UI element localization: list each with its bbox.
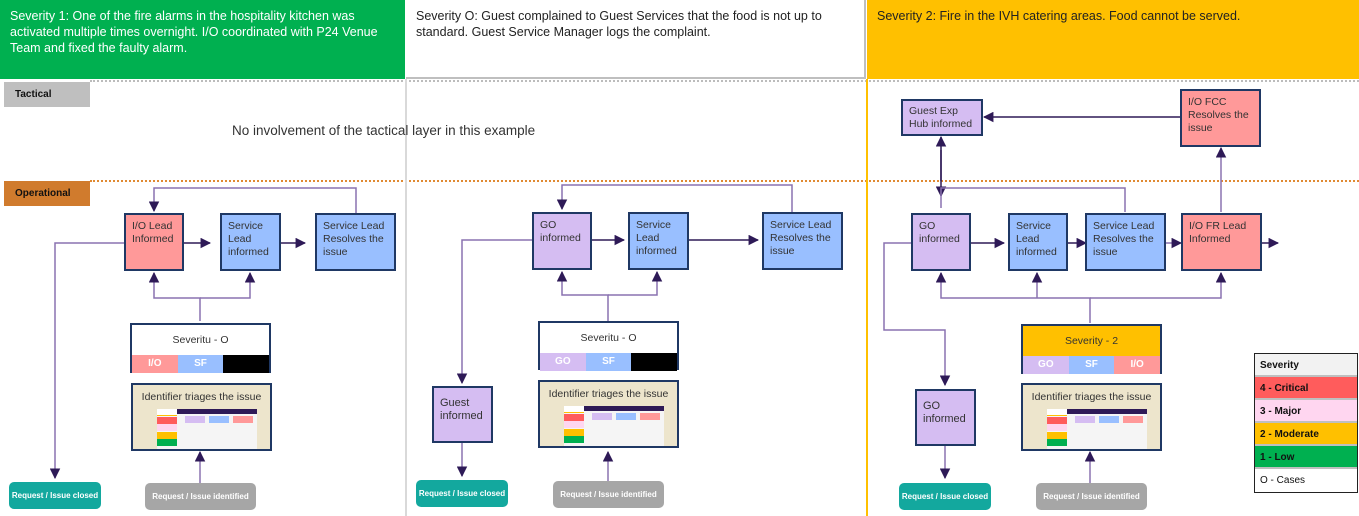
severity-title: Severity - 2: [1064, 335, 1119, 347]
severity-chip-sf: SF: [585, 353, 632, 371]
triage-label: Identifier triages the issue: [1031, 391, 1152, 403]
severity-chip-empty: [631, 353, 678, 371]
service-lead-resolves-box: Service Lead Resolves the issue: [1085, 213, 1166, 271]
request-closed-pill: Request / Issue closed: [416, 480, 508, 507]
severity-chip-sf: SF: [177, 355, 224, 373]
severity-legend: Severity 4 - Critical 3 - Major 2 - Mode…: [1254, 353, 1358, 493]
connector: [883, 242, 951, 387]
connector: [940, 187, 1126, 212]
service-lead-informed-box: Service Lead informed: [1008, 213, 1068, 271]
triage-box: Identifier triages the issue: [131, 383, 272, 451]
legend-item-low: 1 - Low: [1255, 446, 1357, 469]
severity-chip-sf: SF: [1068, 356, 1115, 374]
service-lead-informed-box: Service Lead informed: [220, 213, 281, 271]
connector: [935, 271, 1091, 323]
column-divider: [405, 79, 407, 516]
severity-chip-io: I/O: [132, 355, 178, 373]
request-identified-pill: Request / Issue identified: [553, 481, 664, 508]
guest-informed-box: Guest informed: [432, 386, 493, 443]
connector: [556, 184, 793, 212]
severity-matrix-thumbnail: [1047, 409, 1147, 449]
io-fr-lead-informed-box: I/O FR Lead Informed: [1181, 213, 1262, 271]
legend-item-major: 3 - Major: [1255, 400, 1357, 423]
operational-layer-divider: [90, 180, 1359, 182]
scenario-2-header: Severity 2: Fire in the IVH catering are…: [867, 0, 1359, 79]
triage-box: Identifier triages the issue: [538, 380, 679, 448]
severity-chip-empty: [223, 355, 270, 373]
tactical-note: No involvement of the tactical layer in …: [232, 123, 536, 138]
tactical-layer-label: Tactical: [4, 82, 90, 107]
severity-matrix-thumbnail: [157, 409, 257, 449]
triage-label: Identifier triages the issue: [548, 388, 669, 400]
io-lead-informed-box: I/O Lead Informed: [124, 213, 184, 271]
request-closed-pill: Request / Issue closed: [899, 483, 991, 510]
triage-box: Identifier triages the issue: [1021, 383, 1162, 451]
service-lead-resolves-box: Service Lead Resolves the issue: [315, 213, 396, 271]
severity-chip-go: GO: [540, 353, 586, 371]
go-informed-box: GO informed: [911, 213, 971, 271]
triage-label: Identifier triages the issue: [141, 391, 262, 403]
connector: [608, 270, 663, 296]
severity-chip-go: GO: [1023, 356, 1069, 374]
request-identified-pill: Request / Issue identified: [145, 483, 256, 510]
scenario-1-header: Severity 1: One of the fire alarms in th…: [0, 0, 405, 79]
severity-title: Severitu - O: [580, 332, 637, 344]
request-closed-pill: Request / Issue closed: [9, 482, 101, 509]
severity-chip-io: I/O: [1114, 356, 1161, 374]
legend-item-moderate: 2 - Moderate: [1255, 423, 1357, 446]
connector: [200, 271, 256, 299]
severity-box: Severitu - O GO SF: [538, 321, 679, 371]
service-lead-informed-box: Service Lead informed: [628, 212, 689, 270]
io-fcc-resolves-box: I/O FCC Resolves the issue: [1180, 89, 1261, 147]
severity-title: Severitu - O: [172, 334, 229, 346]
service-lead-resolves-box: Service Lead Resolves the issue: [762, 212, 843, 270]
severity-box: Severitu - O I/O SF: [130, 323, 271, 373]
column-divider: [866, 79, 868, 516]
connector: [148, 187, 357, 213]
tactical-layer-divider: [90, 80, 1359, 82]
go-informed-side-box: GO informed: [915, 389, 976, 446]
connector: [1090, 271, 1227, 299]
legend-title: Severity: [1255, 354, 1357, 377]
legend-item-cases: O - Cases: [1255, 469, 1357, 492]
connector: [49, 242, 124, 480]
guest-exp-hub-box: Guest Exp Hub informed: [901, 99, 983, 136]
scenario-0-header: Severity O: Guest complained to Guest Se…: [406, 0, 866, 79]
legend-item-critical: 4 - Critical: [1255, 377, 1357, 400]
connector: [148, 271, 201, 321]
connector: [456, 239, 532, 385]
operational-layer-label: Operational: [4, 181, 90, 206]
connector: [556, 270, 609, 321]
severity-box: Severity - 2 GO SF I/O: [1021, 324, 1162, 374]
go-informed-box: GO informed: [532, 212, 592, 270]
request-identified-pill: Request / Issue identified: [1036, 483, 1147, 510]
severity-matrix-thumbnail: [564, 406, 664, 446]
